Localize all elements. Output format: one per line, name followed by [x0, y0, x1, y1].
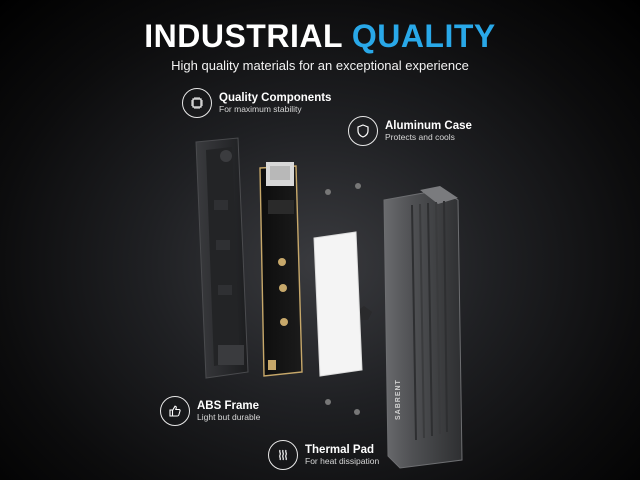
standoff-hole: [278, 258, 286, 266]
callout-title: Thermal Pad: [305, 443, 375, 456]
callout-thermal-pad: Thermal Pad For heat dissipation: [268, 440, 379, 470]
frame-slot: [214, 200, 228, 210]
callout-quality-components: Quality Components For maximum stability: [182, 88, 331, 118]
callout-title: Quality Components: [219, 91, 332, 104]
standoff-hole: [279, 284, 287, 292]
shield-icon: [348, 116, 378, 146]
callout-subtitle: Light but durable: [197, 411, 261, 422]
thumbs-up-icon: [160, 396, 190, 426]
m2-slot: [268, 200, 294, 214]
callout-title: ABS Frame: [197, 399, 259, 412]
standoff-hole: [280, 318, 288, 326]
chip-icon: [182, 88, 212, 118]
page-subtitle: High quality materials for an exceptiona…: [171, 58, 469, 73]
callout-title: Aluminum Case: [385, 119, 472, 132]
frame-screw-hole: [220, 150, 232, 162]
aluminum-case: SABRENT: [383, 186, 463, 469]
callout-aluminum-case: Aluminum Case Protects and cools: [348, 116, 472, 146]
title-accent: QUALITY: [351, 18, 496, 54]
frame-connector-end: [218, 345, 244, 365]
screw: [325, 189, 331, 195]
screw: [325, 399, 331, 405]
callout-abs-frame: ABS Frame Light but durable: [160, 396, 260, 426]
callout-subtitle: Protects and cools: [385, 131, 455, 142]
frame-slot: [216, 240, 230, 250]
thermal-pad: [313, 231, 363, 377]
heat-waves-icon: [268, 440, 298, 470]
callout-subtitle: For heat dissipation: [305, 455, 380, 466]
abs-frame: [195, 137, 249, 379]
callout-subtitle: For maximum stability: [219, 103, 302, 114]
title-main: INDUSTRIAL: [144, 18, 352, 54]
screw: [355, 183, 361, 189]
case-brand-logo: SABRENT: [395, 379, 402, 420]
screw: [354, 409, 360, 415]
pcb-board: [259, 162, 303, 377]
frame-slot: [218, 285, 232, 295]
page-title: INDUSTRIAL QUALITY: [0, 18, 640, 55]
